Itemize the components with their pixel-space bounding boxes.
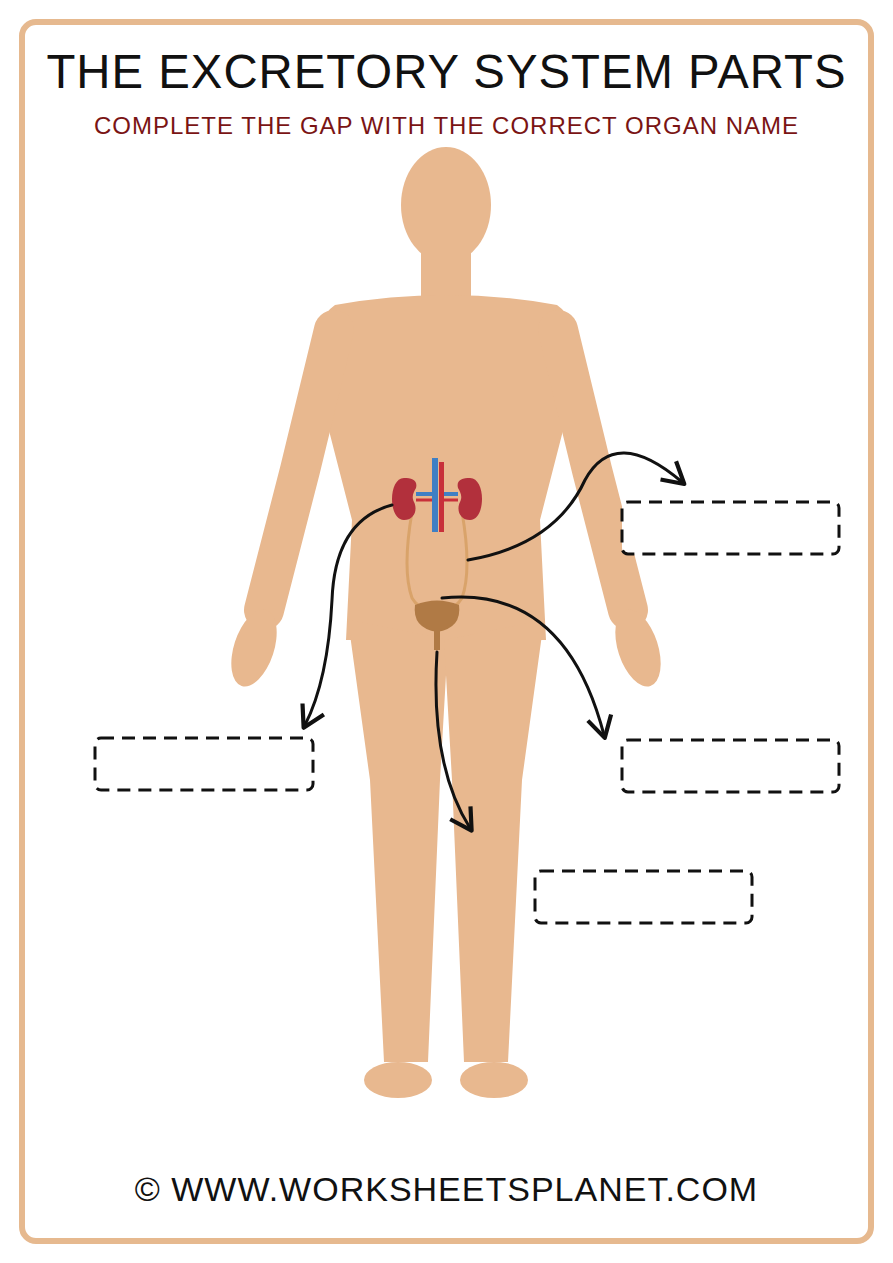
copyright-footer: © WWW.WORKSHEETSPLANET.COM — [0, 1170, 893, 1209]
body-silhouette — [223, 147, 670, 1098]
page-title: THE EXCRETORY SYSTEM PARTS — [0, 44, 893, 99]
answer-boxes — [95, 502, 839, 923]
page-frame — [22, 22, 871, 1241]
urinary-organs — [392, 458, 482, 650]
instruction-text: COMPLETE THE GAP WITH THE CORRECT ORGAN … — [0, 112, 893, 140]
